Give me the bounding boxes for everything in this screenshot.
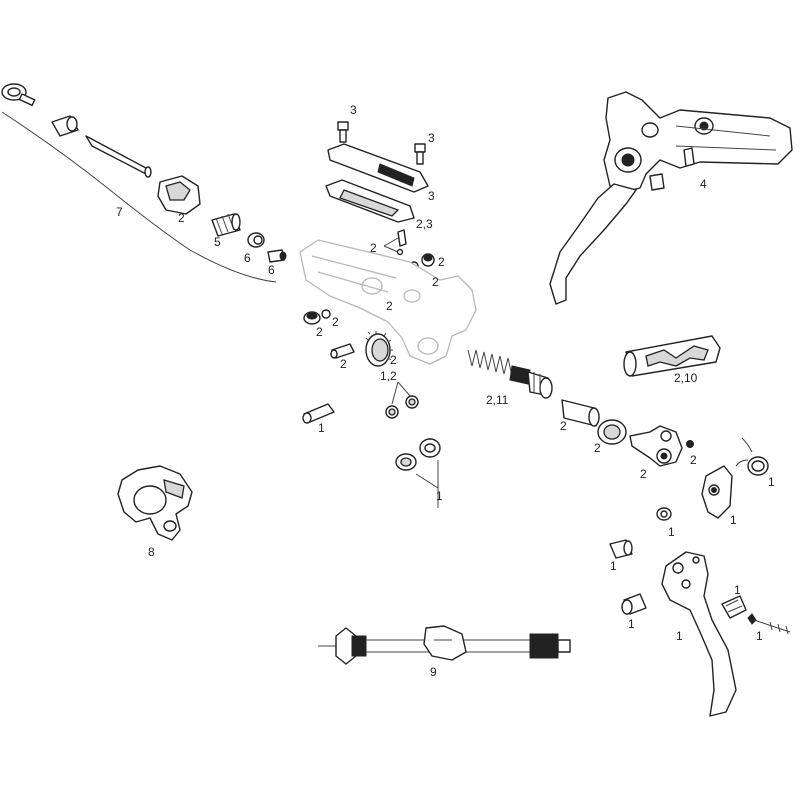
blade-bushing: [621, 593, 647, 615]
label-3-b: 3: [428, 131, 435, 145]
label-2-3: 2,3: [416, 217, 433, 231]
label-8: 8: [148, 545, 155, 559]
bleed-adapter: [318, 625, 571, 665]
boot-nut: [303, 309, 331, 325]
label-2-lever-a: 2: [432, 275, 439, 289]
contact-clip: [721, 595, 747, 619]
label-6-b: 6: [268, 263, 275, 277]
pivot-pin: [330, 343, 355, 359]
small-nut: [409, 253, 435, 271]
label-1-screw: 1: [756, 629, 763, 643]
olive: [247, 232, 265, 248]
label-5: 5: [214, 235, 221, 249]
torsion-spring: [735, 437, 769, 476]
label-2-boot-a: 2: [332, 315, 339, 329]
label-1-pin: 1: [318, 421, 325, 435]
hose-tube: [85, 135, 152, 178]
label-1-blade: 1: [676, 629, 683, 643]
handlebar-clamp: [117, 465, 193, 541]
reservoir-bladder: [325, 179, 415, 223]
insert: [267, 249, 287, 263]
label-1-washer: 1: [668, 525, 675, 539]
label-3-a: 3: [350, 103, 357, 117]
label-2-boot-b: 2: [316, 325, 323, 339]
hose-clamp: [157, 175, 201, 215]
brake-lever-assembly: [549, 91, 793, 305]
bleed-screw: [396, 229, 407, 256]
hose-fitting: [1, 83, 36, 107]
bushing-pair: [385, 395, 419, 419]
hose-barb: [51, 115, 79, 137]
label-1-spring: 1: [768, 475, 775, 489]
label-2-11: 2,11: [486, 393, 509, 407]
piston-assembly: [509, 365, 553, 399]
adjust-wheel: [365, 331, 393, 367]
label-1-2: 1,2: [380, 369, 397, 383]
label-2-10: 2,10: [674, 371, 698, 385]
label-6-a: 6: [244, 251, 251, 265]
grip-boot: [623, 335, 721, 377]
callout-12-lines: [391, 381, 411, 405]
cam-assembly: [629, 425, 694, 467]
compression-nut: [211, 213, 241, 237]
label-2-cam: 2: [640, 467, 647, 481]
label-1-bush: 1: [628, 617, 635, 631]
label-2-cup: 2: [594, 441, 601, 455]
reach-plate: [701, 465, 733, 519]
return-spring: [467, 349, 513, 377]
label-3-c: 3: [428, 189, 435, 203]
label-1-plate: 1: [730, 513, 737, 527]
cap-screw-left: [337, 121, 349, 143]
label-1-clip: 1: [734, 583, 741, 597]
pivot-pin-long: [302, 403, 335, 424]
adjust-screw: [747, 613, 791, 635]
cap-screw-right: [414, 143, 426, 165]
label-7: 7: [116, 205, 123, 219]
label-4: 4: [700, 177, 707, 191]
label-2-wheel: 2: [390, 353, 397, 367]
master-sleeve: [561, 399, 600, 427]
push-cup: [597, 419, 627, 445]
label-1-knob: 1: [610, 559, 617, 573]
label-9: 9: [430, 665, 437, 679]
label-2-pin: 2: [340, 357, 347, 371]
label-2-sleeve: 2: [560, 419, 567, 433]
reach-knob: [609, 539, 633, 559]
label-2-cap: 2: [370, 241, 377, 255]
lever-blade: [661, 551, 737, 717]
label-2-cam2: 2: [690, 453, 697, 467]
label-2-lever-b: 2: [386, 299, 393, 313]
label-2-nut: 2: [438, 255, 445, 269]
washer-set: [395, 438, 441, 471]
label-1-washers: 1: [436, 489, 443, 503]
lever-body-outline: [299, 239, 477, 365]
flat-washer: [656, 507, 672, 521]
callout-1-lines: [415, 460, 439, 508]
hose-bracket-line: [1, 111, 277, 283]
callout-2-lines: [383, 237, 399, 253]
reservoir-cap: [327, 143, 429, 193]
label-2-clamp: 2: [178, 211, 185, 225]
